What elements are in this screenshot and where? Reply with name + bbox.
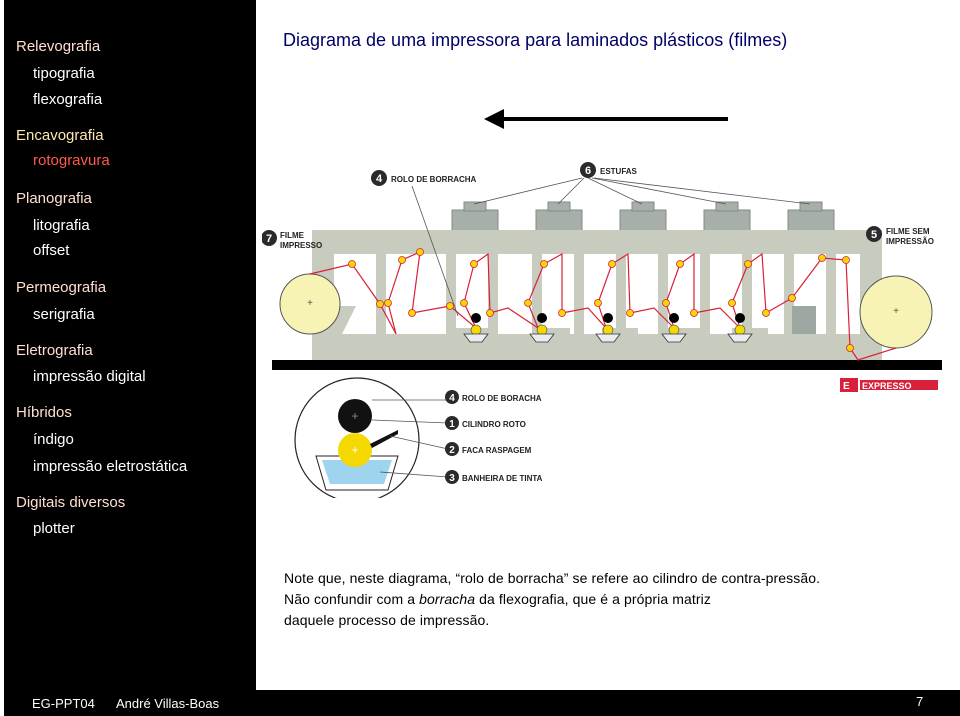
sidebar-item-encavografia[interactable]: Encavografia xyxy=(16,127,104,144)
sidebar-item-permeografia[interactable]: Permeografia xyxy=(16,279,107,296)
callout-number: 6 xyxy=(585,165,591,177)
sidebar-item-rotogravura[interactable]: rotogravura xyxy=(33,152,110,169)
svg-text:E: E xyxy=(843,381,850,392)
callout-rolo-borracha: 4 ROLO DE BORRACHA xyxy=(371,170,477,317)
legend-label: CILINDRO ROTO xyxy=(462,420,526,429)
legend-item: 3 BANHEIRA DE TINTA xyxy=(445,470,543,484)
gravure-cylinder xyxy=(338,433,372,467)
rubber-roller xyxy=(338,399,372,433)
expresso-logo: E EXPRESSO xyxy=(840,378,938,392)
footer: EG-PPT04 André Villas-Boas 7 xyxy=(4,690,960,716)
printer-diagram: + + 4 ROLO DE BORRACHA 6 EST xyxy=(262,109,942,498)
callout-label-line2: IMPRESSÃO xyxy=(886,237,934,246)
sidebar-item-plotter[interactable]: plotter xyxy=(33,520,75,537)
sidebar-item-indigo[interactable]: índigo xyxy=(33,431,74,448)
film-web-path xyxy=(309,251,897,361)
sidebar-item-impressao-digital[interactable]: impressão digital xyxy=(33,368,146,385)
svg-text:+: + xyxy=(351,443,358,457)
callout-estufas: 6 ESTUFAS xyxy=(473,162,811,205)
callout-label-line1: FILME xyxy=(280,231,305,240)
note-line-3: daquele processo de impressão. xyxy=(284,612,490,628)
note-line-2: Não confundir com a borracha da flexogra… xyxy=(284,589,924,610)
callout-number: 7 xyxy=(266,233,272,245)
note-line-2-start: Não confundir com a xyxy=(284,591,420,607)
oven-blocks xyxy=(451,201,835,233)
sidebar-item-digitais-diversos[interactable]: Digitais diversos xyxy=(16,494,126,511)
legend-item: 1 CILINDRO ROTO xyxy=(445,416,526,430)
callout-number: 5 xyxy=(871,229,877,241)
footer-course-code: EG-PPT04 xyxy=(32,696,95,711)
sidebar-item-relevografia[interactable]: Relevografia xyxy=(16,38,101,55)
idler-rolls xyxy=(348,248,854,352)
sidebar-item-impressao-eletrostatica[interactable]: impressão eletrostática xyxy=(33,458,188,475)
floor-bar xyxy=(272,360,942,370)
sidebar-item-planografia[interactable]: Planografia xyxy=(16,190,92,207)
note-line-1: Note que, neste diagrama, “rolo de borra… xyxy=(284,570,821,586)
legend-item: 4 ROLO DE BORACHA xyxy=(445,390,542,404)
print-station-detail: + + xyxy=(294,377,449,498)
logo-text: EXPRESSO xyxy=(862,381,912,391)
note-line-2-end: da flexografia, que é a própria matriz xyxy=(475,591,711,607)
sidebar-item-tipografia[interactable]: tipografia xyxy=(33,65,95,82)
sidebar-item-eletrografia[interactable]: Eletrografia xyxy=(16,342,93,359)
legend-label: ROLO DE BORACHA xyxy=(462,394,542,403)
note-emphasis: borracha xyxy=(419,591,476,607)
legend-number: 4 xyxy=(449,393,455,404)
legend-item: 2 FACA RASPAGEM xyxy=(445,442,532,456)
sidebar-item-serigrafia[interactable]: serigrafia xyxy=(33,306,95,323)
sidebar: Relevografia tipografia flexografia Enca… xyxy=(4,0,256,690)
legend: 4 ROLO DE BORACHA 1 CILINDRO ROTO 2 FACA… xyxy=(445,390,543,484)
legend-number: 2 xyxy=(449,445,455,456)
callout-number: 4 xyxy=(376,173,383,185)
note-text: Note que, neste diagrama, “rolo de borra… xyxy=(284,568,924,631)
svg-text:+: + xyxy=(307,298,313,309)
legend-label: BANHEIRA DE TINTA xyxy=(462,474,543,483)
sidebar-item-litografia[interactable]: litografia xyxy=(33,217,90,234)
callout-label: ROLO DE BORRACHA xyxy=(391,175,477,184)
callout-label-line2: IMPRESSO xyxy=(280,241,322,250)
sidebar-item-hibridos[interactable]: Híbridos xyxy=(16,404,72,421)
doctor-blade xyxy=(370,430,398,448)
footer-author: André Villas-Boas xyxy=(116,696,220,711)
callout-filme-impresso: 7 FILME IMPRESSO xyxy=(262,230,322,250)
svg-text:+: + xyxy=(893,306,899,317)
legend-number: 3 xyxy=(449,473,455,484)
machine-frame xyxy=(310,230,882,360)
callout-filme-sem-impressao: 5 FILME SEM IMPRESSÃO xyxy=(866,226,934,246)
footer-page-number: 7 xyxy=(916,694,924,709)
print-stations xyxy=(463,313,753,343)
legend-number: 1 xyxy=(449,419,455,430)
svg-text:+: + xyxy=(351,409,358,423)
direction-arrow xyxy=(484,109,728,129)
callout-label-line1: FILME SEM xyxy=(886,227,930,236)
callout-label: ESTUFAS xyxy=(600,167,638,176)
sidebar-item-flexografia[interactable]: flexografia xyxy=(33,91,103,108)
page-title: Diagrama de uma impressora para laminado… xyxy=(283,30,788,50)
sidebar-item-offset[interactable]: offset xyxy=(33,242,70,259)
legend-label: FACA RASPAGEM xyxy=(462,446,532,455)
